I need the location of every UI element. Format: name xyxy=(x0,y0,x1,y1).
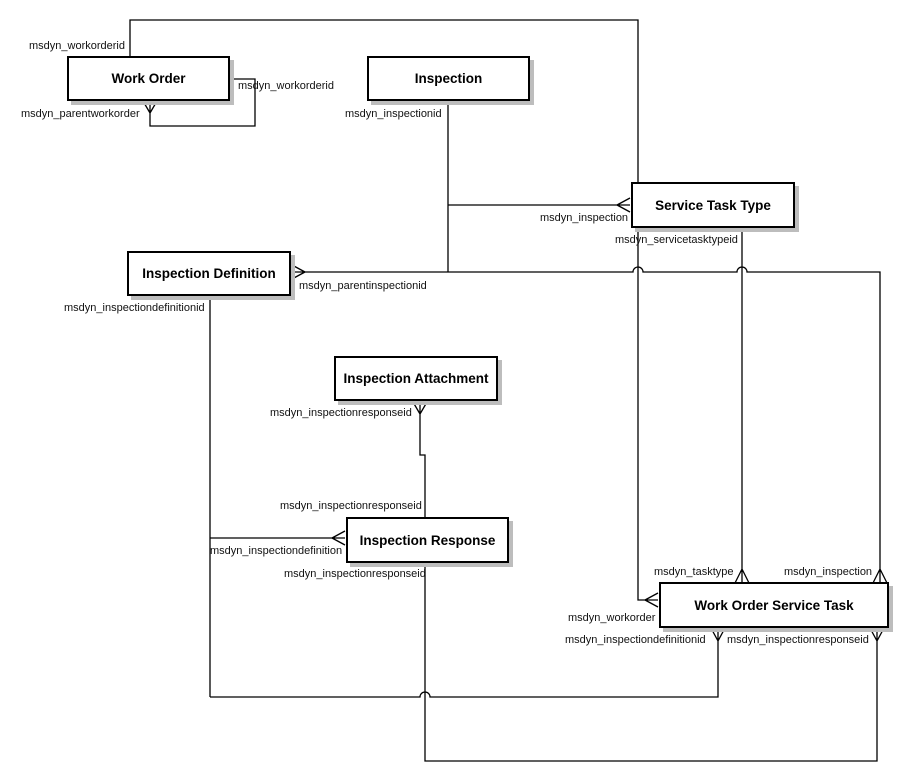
entity-title: Inspection Response xyxy=(359,532,496,548)
connector-label-parentinspectionid: msdyn_parentinspectionid xyxy=(299,280,427,292)
entity-inspection-response[interactable]: Inspection Response xyxy=(346,517,509,563)
connector-label-inspection-tasktype: msdyn_inspection xyxy=(540,212,629,224)
relationship-line-attachment-to-response xyxy=(412,401,428,517)
connector-label-inspectiondefinitionid-wost: msdyn_inspectiondefinitionid xyxy=(565,634,706,646)
entity-title: Inspection Definition xyxy=(142,266,276,281)
entity-title: Work Order xyxy=(111,71,186,86)
entity-inspection-definition[interactable]: Inspection Definition xyxy=(127,251,291,296)
relationship-line-service-task-to-task-type xyxy=(734,228,750,584)
connector-label-inspectiondefinition: msdyn_inspectiondefinition xyxy=(210,545,343,557)
entity-title: Inspection Attachment xyxy=(343,371,489,386)
connector-label-tasktype: msdyn_tasktype xyxy=(654,566,734,578)
connector-label-responseid-response-top: msdyn_inspectionresponseid xyxy=(280,500,422,512)
relationship-line-task-type-to-inspection xyxy=(447,101,631,272)
connector-label-inspectiondefinitionid: msdyn_inspectiondefinitionid xyxy=(64,302,205,314)
entity-work-order[interactable]: Work Order xyxy=(67,56,230,101)
entity-inspection-attachment[interactable]: Inspection Attachment xyxy=(334,356,498,401)
relationship-line-service-task-to-work-order xyxy=(129,19,659,608)
relationship-line-service-task-to-definition xyxy=(210,627,726,698)
connector-label-inspectionid: msdyn_inspectionid xyxy=(345,108,442,120)
connector-label-responseid-response-bottom: msdyn_inspectionresponseid xyxy=(284,568,426,580)
relationship-line-service-task-to-response xyxy=(424,563,885,762)
connector-label-workorderid-top: msdyn_workorderid xyxy=(29,40,125,52)
connector-label-workorder: msdyn_workorder xyxy=(568,612,656,624)
relationship-line-service-task-to-inspection xyxy=(448,266,888,584)
entity-service-task-type[interactable]: Service Task Type xyxy=(631,182,795,228)
connector-label-servicetasktypeid: msdyn_servicetasktypeid xyxy=(615,234,738,246)
connector-label-workorderid-self: msdyn_workorderid xyxy=(238,80,334,92)
relationship-line-definition-to-parent-inspection xyxy=(291,264,448,280)
entity-work-order-service-task[interactable]: Work Order Service Task xyxy=(659,582,889,628)
connector-label-inspection-wost: msdyn_inspection xyxy=(784,566,873,578)
entity-title: Work Order Service Task xyxy=(694,597,854,613)
entity-title: Service Task Type xyxy=(655,197,771,213)
connector-label-responseid-attachment: msdyn_inspectionresponseid xyxy=(270,407,412,419)
connector-label-responseid-wost: msdyn_inspectionresponseid xyxy=(727,634,869,646)
relationship-line-response-to-definition xyxy=(209,296,346,697)
connector-label-parentworkorder: msdyn_parentworkorder xyxy=(21,108,140,120)
relationship-line-work-order-self xyxy=(142,78,256,127)
entity-inspection[interactable]: Inspection xyxy=(367,56,530,101)
entity-title: Inspection xyxy=(414,71,483,86)
